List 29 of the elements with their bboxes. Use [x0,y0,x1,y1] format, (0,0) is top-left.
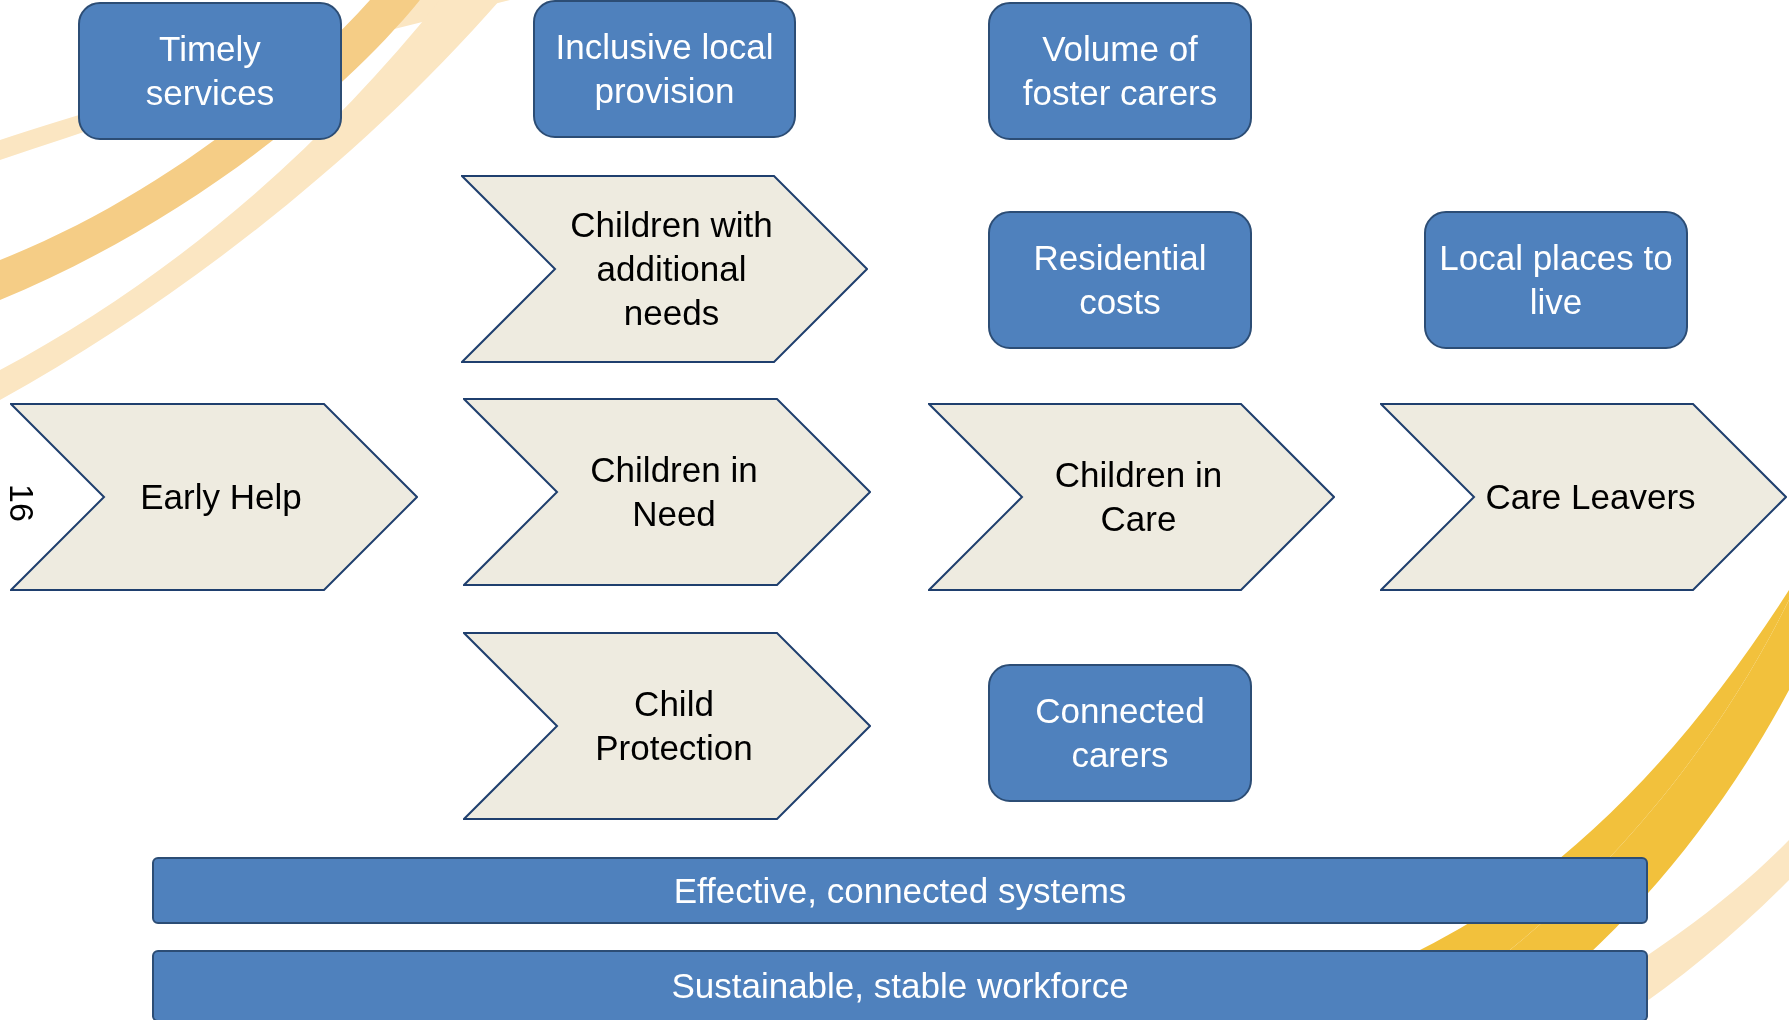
node-label: Children in Need [589,449,759,535]
chevron-shape [10,403,418,591]
banner-bar [152,950,1648,1020]
node-label: Early Help [140,476,302,518]
page-number: 16 [4,483,40,524]
node-label: Sustainable, stable workforce [671,965,1129,1007]
node-label: Local places to live [1438,237,1674,323]
node-label: Children in Care [1053,454,1224,540]
rounded-box [1424,211,1688,349]
node-label: Connected carers [1034,690,1206,776]
chevron-shape [928,403,1335,591]
rounded-box [533,0,796,138]
banner-bar [152,857,1648,924]
node-label: Timely services [144,28,276,114]
node-label: Care Leavers [1485,476,1696,518]
node-label: Child Protection [594,683,754,769]
rounded-box [988,664,1252,802]
rounded-box [988,211,1252,349]
chevron-shape [461,175,868,363]
rounded-box [988,2,1252,140]
rounded-box [78,2,342,140]
node-label: Effective, connected systems [673,869,1127,912]
node-label: Volume of foster carers [1021,28,1219,114]
node-label: Children with additional needs [569,204,774,334]
chevron-shape [463,398,871,586]
node-label: Residential costs [1032,237,1208,323]
node-label: Inclusive local provision [554,26,775,112]
chevron-shape [1380,403,1787,591]
chevron-shape [463,632,871,820]
